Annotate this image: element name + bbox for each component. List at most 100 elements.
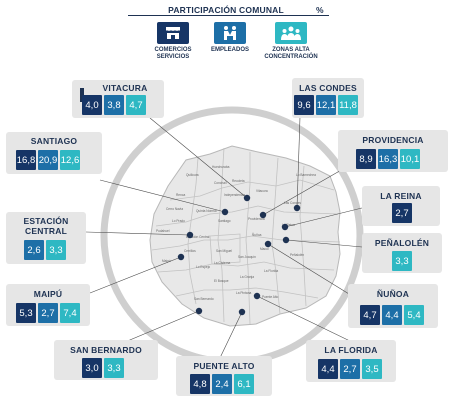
- value-empleados: 2,6: [24, 240, 44, 260]
- marker-santiago: [221, 208, 229, 216]
- value-zonas: 3,3: [104, 358, 124, 378]
- value-zonas: 5,4: [404, 305, 424, 325]
- callout-title: PUENTE ALTO: [193, 361, 255, 371]
- value-empleados: 3,8: [104, 95, 124, 115]
- map-label: Lo Espejo: [196, 265, 210, 269]
- legend-label-line: SERVICIOS: [156, 54, 190, 60]
- callout-title: PROVIDENCIA: [362, 135, 424, 145]
- legend-label-line: COMERCIOS: [154, 47, 192, 53]
- legend-percent-label: %: [316, 5, 324, 15]
- callout-providencia: PROVIDENCIA 8,9 16,3 10,1: [338, 130, 448, 172]
- value-empleados: 12,1: [316, 95, 336, 115]
- marker-la-florida: [253, 292, 261, 300]
- value-zonas: 6,1: [234, 374, 254, 394]
- value-comercios: 8,9: [356, 149, 376, 169]
- callout-values: 5,3 2,7 7,4: [16, 303, 80, 323]
- map-label: Vitacura: [256, 189, 268, 193]
- callout-nunoa: ÑUÑOA 4,7 4,4 5,4: [348, 284, 438, 328]
- callout-title: PEÑALOLÉN: [374, 238, 430, 248]
- callout-puente-alto: PUENTE ALTO 4,8 2,4 6,1: [176, 356, 272, 396]
- legend-label-zonas: ZONAS ALTA CONCENTRACIÓN: [258, 47, 324, 61]
- value-comercios: 4,0: [82, 95, 102, 115]
- callout-maipu: MAIPÚ 5,3 2,7 7,4: [6, 284, 90, 326]
- map-label: Lo Barnechea: [296, 173, 316, 177]
- marker-la-reina: [281, 223, 289, 231]
- map-label: Independencia: [224, 193, 245, 197]
- callout-las-condes: LAS CONDES 9,6 12,1 11,8: [292, 78, 364, 118]
- value-zonas: 3,5: [362, 359, 382, 379]
- value-empleados: 20,9: [38, 150, 58, 170]
- marker-penalolen: [282, 236, 290, 244]
- map-label: Quilicura: [186, 173, 199, 177]
- value-zonas: 10,1: [400, 149, 420, 169]
- store-icon: [157, 22, 189, 44]
- value-comercios: 9,6: [294, 95, 314, 115]
- legend-item-zonas: ZONAS ALTA CONCENTRACIÓN: [258, 22, 324, 61]
- callout-values: 9,6 12,1 11,8: [294, 95, 358, 115]
- callout-values: 2,6 3,3: [24, 240, 66, 260]
- legend-item-empleados: EMPLEADOS: [203, 22, 257, 54]
- callout-values: 3,0 3,3: [82, 358, 124, 378]
- map-label: Macul: [260, 247, 269, 251]
- map-label: Estación Central: [186, 235, 210, 239]
- map-label: La Pintana: [236, 291, 251, 295]
- value-zonas: 7,4: [60, 303, 80, 323]
- value-empleados: 16,3: [378, 149, 398, 169]
- value-empleados: 2,4: [212, 374, 232, 394]
- marker-estacion-central: [186, 231, 194, 239]
- callout-title: MAIPÚ: [33, 289, 63, 299]
- callout-penalolen: PEÑALOLÉN 3,3: [362, 233, 442, 273]
- map-label: Maipú: [162, 259, 171, 263]
- value-comercios: 16,8: [16, 150, 36, 170]
- callout-leader-lines: [85, 116, 371, 363]
- map-label: Conchalí: [214, 181, 227, 185]
- value-comercios: 5,3: [16, 303, 36, 323]
- callout-la-florida: LA FLORIDA 4,4 2,7 3,5: [306, 340, 396, 382]
- marker-puente-alto: [238, 308, 246, 316]
- map-label: Renca: [176, 193, 185, 197]
- callout-title: ESTACIÓN CENTRAL: [6, 216, 86, 236]
- value-comercios: 4,7: [360, 305, 380, 325]
- callout-santiago: SANTIAGO 16,8 20,9 12,6: [6, 132, 102, 174]
- callout-san-bernardo: SAN BERNARDO 3,0 3,3: [54, 340, 158, 380]
- callout-values: 3,3: [392, 251, 412, 271]
- callout-title-line: ESTACIÓN: [23, 216, 69, 226]
- map-label: Ñuñoa: [252, 232, 262, 237]
- callout-title-line: CENTRAL: [24, 226, 67, 236]
- legend-label-line: ZONAS ALTA: [272, 47, 310, 53]
- commune-borders: [151, 147, 341, 325]
- value-zonas: 12,6: [60, 150, 80, 170]
- legend-title: PARTICIPACIÓN COMUNAL: [168, 5, 284, 15]
- marker-maipu: [177, 253, 185, 261]
- map-label: La Reina: [282, 223, 295, 227]
- marker-san-bernardo: [195, 307, 203, 315]
- callout-values: 4,0 3,8 4,7: [82, 95, 146, 115]
- commune-markers: [177, 194, 301, 316]
- marker-vitacura: [243, 194, 251, 202]
- callout-title: LA REINA: [380, 191, 422, 201]
- map-label: San Joaquín: [238, 255, 256, 259]
- map-label: Providencia: [248, 217, 265, 221]
- callout-title: LA FLORIDA: [324, 345, 378, 355]
- callout-title: LAS CONDES: [299, 83, 357, 93]
- commune-label-layer: Quilicura Huechuraba Conchalí Recoleta R…: [156, 165, 316, 301]
- map-label: La Granja: [240, 275, 254, 279]
- callout-title: SANTIAGO: [30, 136, 78, 146]
- callout-values: 8,9 16,3 10,1: [356, 149, 420, 169]
- map-label: Pudahuel: [156, 229, 170, 233]
- value-comercios: 4,4: [318, 359, 338, 379]
- legend-label-line: CONCENTRACIÓN: [264, 54, 318, 60]
- value-zonas: 3,3: [46, 240, 66, 260]
- callout-title: SAN BERNARDO: [70, 345, 142, 355]
- map-label: Puente Alto: [262, 295, 279, 299]
- legend-label-empleados: EMPLEADOS: [203, 47, 257, 54]
- value-comercios: 3,0: [82, 358, 102, 378]
- map-label: Santiago: [218, 219, 231, 223]
- value-comercios: 4,8: [190, 374, 210, 394]
- value-empleados: 2,7: [340, 359, 360, 379]
- value-comercios: 2,7: [392, 203, 412, 223]
- value-zonas: 3,3: [392, 251, 412, 271]
- callout-values: 2,7: [392, 203, 412, 223]
- map-label: El Bosque: [214, 279, 229, 283]
